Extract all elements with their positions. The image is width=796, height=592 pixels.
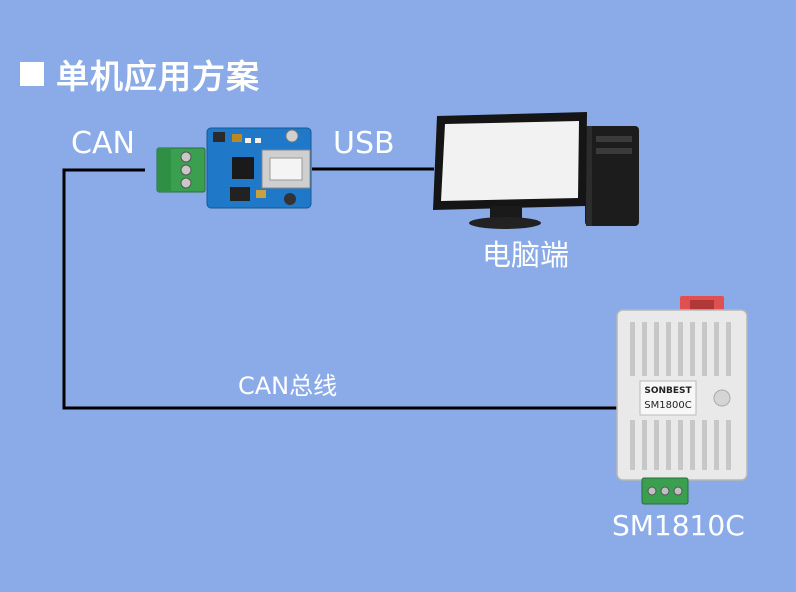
can-port-label: CAN (71, 126, 135, 161)
square-bullet-icon (20, 62, 44, 86)
pc-label: 电脑端 (482, 238, 570, 272)
device-brand-text: SONBEST (644, 386, 692, 396)
desktop-computer-icon (433, 112, 639, 229)
wires (62, 167, 628, 410)
can-bus-label: CAN总线 (238, 372, 338, 400)
page-title: 单机应用方案 (56, 57, 260, 96)
title-block: 单机应用方案 (20, 50, 260, 98)
device-model-label: SM1810C (612, 509, 745, 542)
can-bus-wire (62, 168, 628, 410)
usb-port-label: USB (333, 126, 395, 161)
sensor-device-icon: SONBEST SM1800C (616, 296, 748, 505)
device-model-plate-text: SM1800C (644, 400, 691, 411)
can-usb-converter-board-icon (156, 127, 312, 209)
